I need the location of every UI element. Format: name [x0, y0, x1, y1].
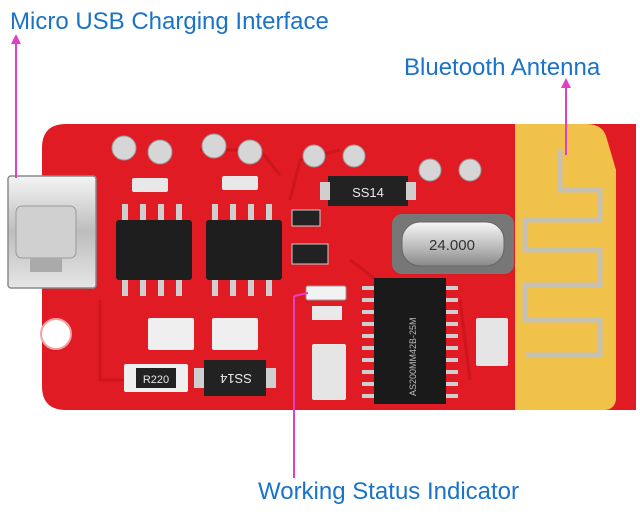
antenna-callout-label: Bluetooth Antenna [404, 54, 601, 81]
status-callout-label: Working Status Indicator [258, 478, 520, 505]
crystal-label: 24.000 [429, 237, 475, 254]
callout-lines [11, 34, 571, 478]
status-led [305, 285, 347, 301]
antenna-pad [515, 124, 616, 410]
crystal-oscillator: 24.000 [392, 214, 514, 274]
ic-middle [206, 204, 282, 296]
resistor-r220: R220 [124, 364, 188, 392]
diode-bottom-label: SS14 [220, 371, 252, 386]
top-components [111, 133, 482, 192]
diode-bottom: SS14 [194, 360, 276, 396]
resistor-label: R220 [143, 374, 169, 386]
antenna-trace [522, 150, 603, 358]
smd-parts [148, 209, 508, 400]
bt-chip-label: AS200MM42B-25M [408, 317, 418, 396]
mounting-hole [40, 318, 72, 350]
micro-usb-port [7, 175, 97, 289]
usb-callout-label: Micro USB Charging Interface [10, 8, 329, 35]
bt-chip: AS200MM42B-25M [362, 278, 458, 404]
diode-top: SS14 [320, 176, 416, 206]
ic-left [116, 204, 192, 296]
diode-top-label: SS14 [352, 185, 384, 200]
